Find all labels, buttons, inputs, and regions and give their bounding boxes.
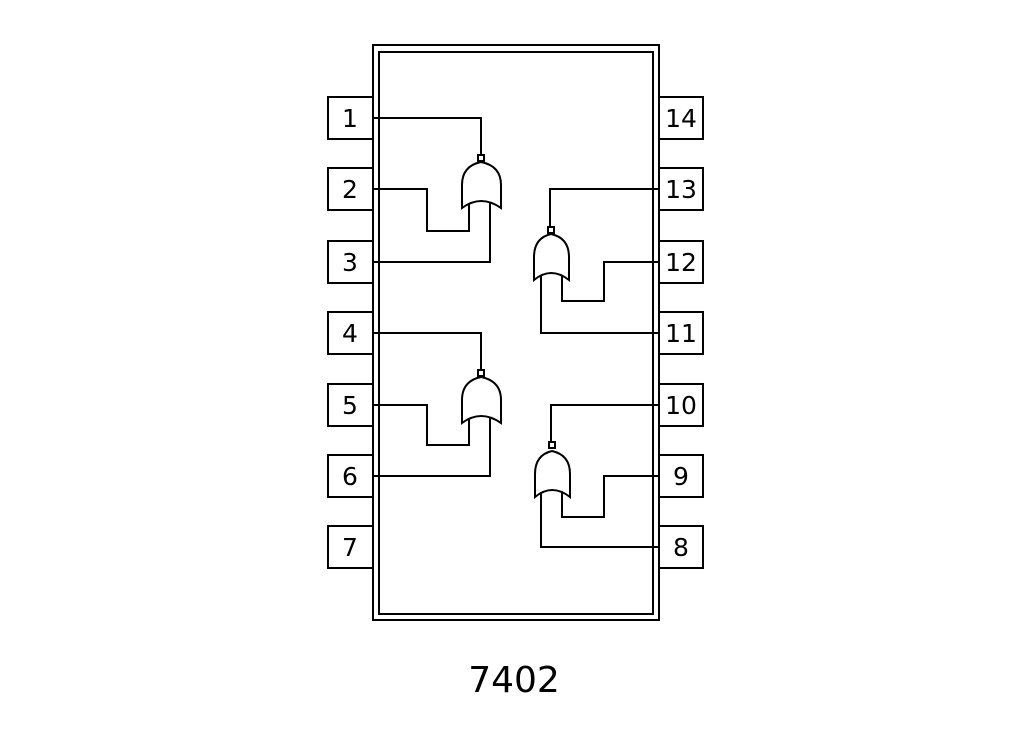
inverter-bubble-icon <box>477 154 485 162</box>
wire-pin-2 <box>373 188 470 232</box>
pin-1: 1 <box>327 96 374 140</box>
pin-label: 9 <box>673 462 689 491</box>
pin-3: 3 <box>327 240 374 284</box>
wire-pin-9 <box>561 475 659 518</box>
pin-13: 13 <box>658 167 704 211</box>
wire-pin-10 <box>550 404 659 442</box>
pin-label: 3 <box>342 248 358 277</box>
wire-pin-3 <box>373 202 491 263</box>
inverter-bubble-icon <box>477 369 485 377</box>
pin-label: 8 <box>673 533 689 562</box>
pin-label: 4 <box>342 319 358 348</box>
pin-label: 10 <box>665 391 697 420</box>
inverter-bubble-icon <box>548 441 556 449</box>
nor-gate-3 <box>533 188 659 334</box>
pin-10: 10 <box>658 383 704 427</box>
nor-gate-4 <box>534 404 659 548</box>
nor-gate-2 <box>373 332 502 477</box>
pin-label: 5 <box>342 391 358 420</box>
pin-14: 14 <box>658 96 704 140</box>
pin-label: 13 <box>665 175 697 204</box>
wire-pin-6 <box>373 417 491 477</box>
pin-label: 14 <box>665 104 697 133</box>
wire-pin-8 <box>540 492 659 548</box>
pin-5: 5 <box>327 383 374 427</box>
wire-pin-5 <box>373 404 470 446</box>
pin-2: 2 <box>327 167 374 211</box>
pin-label: 12 <box>665 248 697 277</box>
pin-8: 8 <box>658 525 704 569</box>
pin-9: 9 <box>658 454 704 498</box>
pin-6: 6 <box>327 454 374 498</box>
pin-12: 12 <box>658 240 704 284</box>
wire-pin-12 <box>561 261 659 302</box>
wire-pin-11 <box>540 276 659 334</box>
pin-label: 11 <box>665 319 697 348</box>
wire-pin-1 <box>373 117 482 155</box>
nor-gate-1 <box>373 117 502 263</box>
wire-pin-13 <box>549 188 659 227</box>
pin-label: 1 <box>342 104 358 133</box>
pin-11: 11 <box>658 311 704 355</box>
chip-part-number: 7402 <box>468 660 560 701</box>
wire-pin-4 <box>373 332 482 370</box>
pin-label: 6 <box>342 462 358 491</box>
pin-label: 7 <box>342 533 358 562</box>
pin-label: 2 <box>342 175 358 204</box>
pin-4: 4 <box>327 311 374 355</box>
pin-7: 7 <box>327 525 374 569</box>
inverter-bubble-icon <box>547 226 555 234</box>
